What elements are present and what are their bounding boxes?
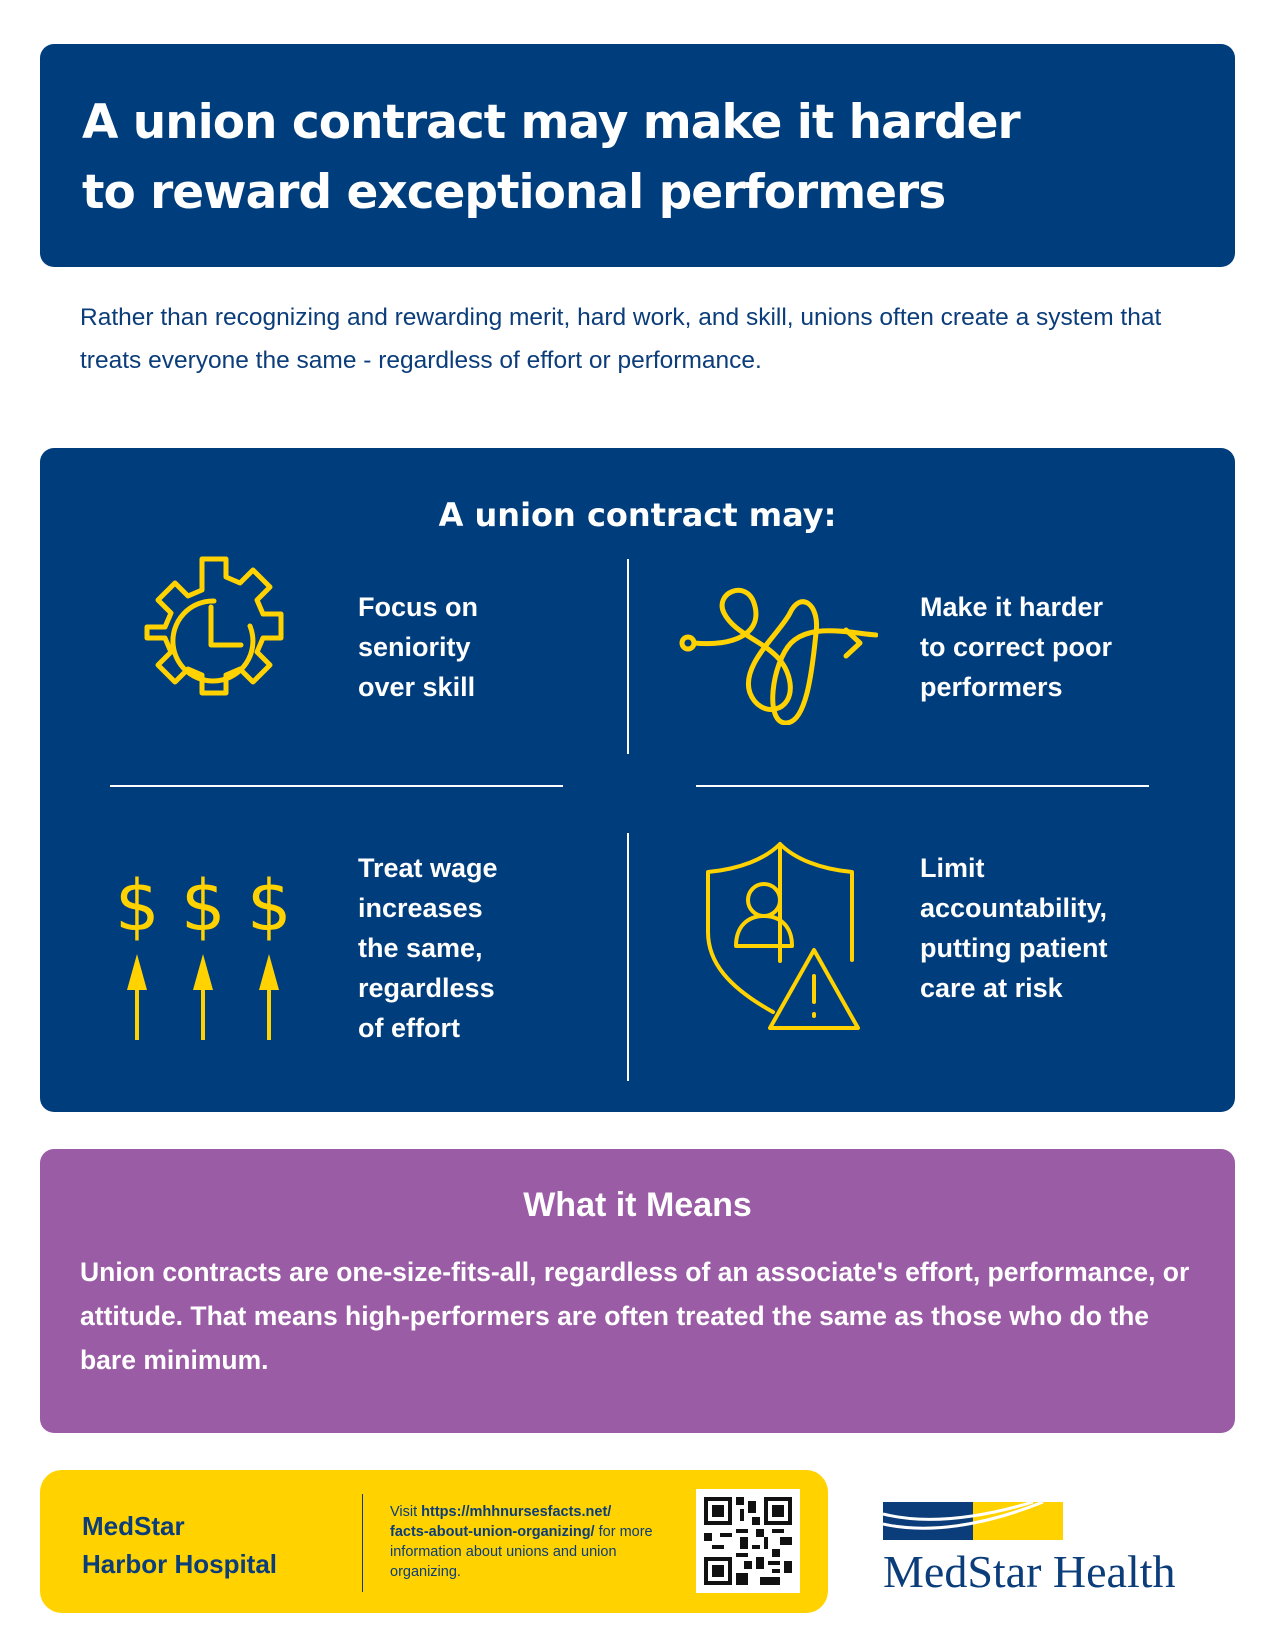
item-line: seniority: [358, 632, 471, 662]
item-line: increases: [358, 893, 483, 923]
panel-title: A union contract may:: [438, 496, 837, 534]
url-link[interactable]: facts-about-union-organizing/: [390, 1524, 595, 1540]
divider: [110, 785, 563, 787]
hospital-line: Harbor Hospital: [82, 1549, 278, 1579]
tangled-path-arrow-icon: [679, 587, 878, 725]
visit-text: Visit https://mhhnursesfacts.net/facts-a…: [390, 1502, 675, 1582]
svg-text:$: $: [181, 865, 226, 947]
url-link[interactable]: https://mhhnursesfacts.net/: [421, 1504, 612, 1520]
hospital-line: MedStar: [82, 1511, 185, 1541]
what-it-means-title: What it Means: [523, 1186, 752, 1224]
item-line: to correct poor: [920, 632, 1113, 662]
what-it-means-text: Union contracts are one-size-fits-all, r…: [80, 1257, 1190, 1375]
item-line: Make it harder: [920, 592, 1104, 622]
qr-code-icon: [704, 1497, 792, 1585]
what-it-means-panel: [40, 1149, 1235, 1433]
item-poor-performers: Make it harder to correct poor performer…: [920, 587, 1112, 707]
intro-text: Rather than recognizing and rewarding me…: [80, 304, 1162, 374]
shield-person-warning-icon: [706, 842, 860, 1030]
title-line: A union contract may make it harder: [82, 95, 1021, 150]
divider: [627, 833, 629, 1081]
qr-code[interactable]: [696, 1489, 800, 1593]
divider: [627, 559, 629, 754]
item-line: of effort: [358, 1013, 460, 1043]
item-line: regardless: [358, 973, 495, 1003]
item-line: putting patient: [920, 933, 1108, 963]
page-title: A union contract may make it harder to r…: [82, 88, 1182, 228]
medstar-logo-mark: [883, 1502, 1063, 1540]
medstar-health-logo: MedStar Health: [883, 1546, 1176, 1597]
item-line: Treat wage: [358, 853, 498, 883]
item-line: accountability,: [920, 893, 1108, 923]
item-accountability: Limit accountability, putting patient ca…: [920, 848, 1107, 1008]
gear-clock-icon: [144, 556, 284, 696]
hospital-name: MedStar Harbor Hospital: [82, 1507, 277, 1583]
dollar-arrows-icon: $ $ $: [115, 865, 292, 1040]
item-line: over skill: [358, 672, 476, 702]
item-line: Limit: [920, 853, 985, 883]
svg-text:$: $: [115, 865, 160, 947]
title-line: to reward exceptional performers: [82, 165, 946, 220]
item-wage-increases: Treat wage increases the same, regardles…: [358, 848, 498, 1048]
item-line: performers: [920, 672, 1063, 702]
item-line: the same,: [358, 933, 483, 963]
item-line: care at risk: [920, 973, 1063, 1003]
visit-prefix: Visit: [390, 1504, 422, 1520]
contract-panel: [40, 448, 1235, 1112]
divider: [696, 785, 1149, 787]
visit-suffix: for more information about unions and un…: [390, 1524, 653, 1580]
item-line: Focus on: [358, 592, 478, 622]
header-banner: [40, 44, 1235, 267]
svg-text:$: $: [247, 865, 292, 947]
item-seniority: Focus on seniority over skill: [358, 587, 478, 707]
divider: [362, 1494, 363, 1592]
